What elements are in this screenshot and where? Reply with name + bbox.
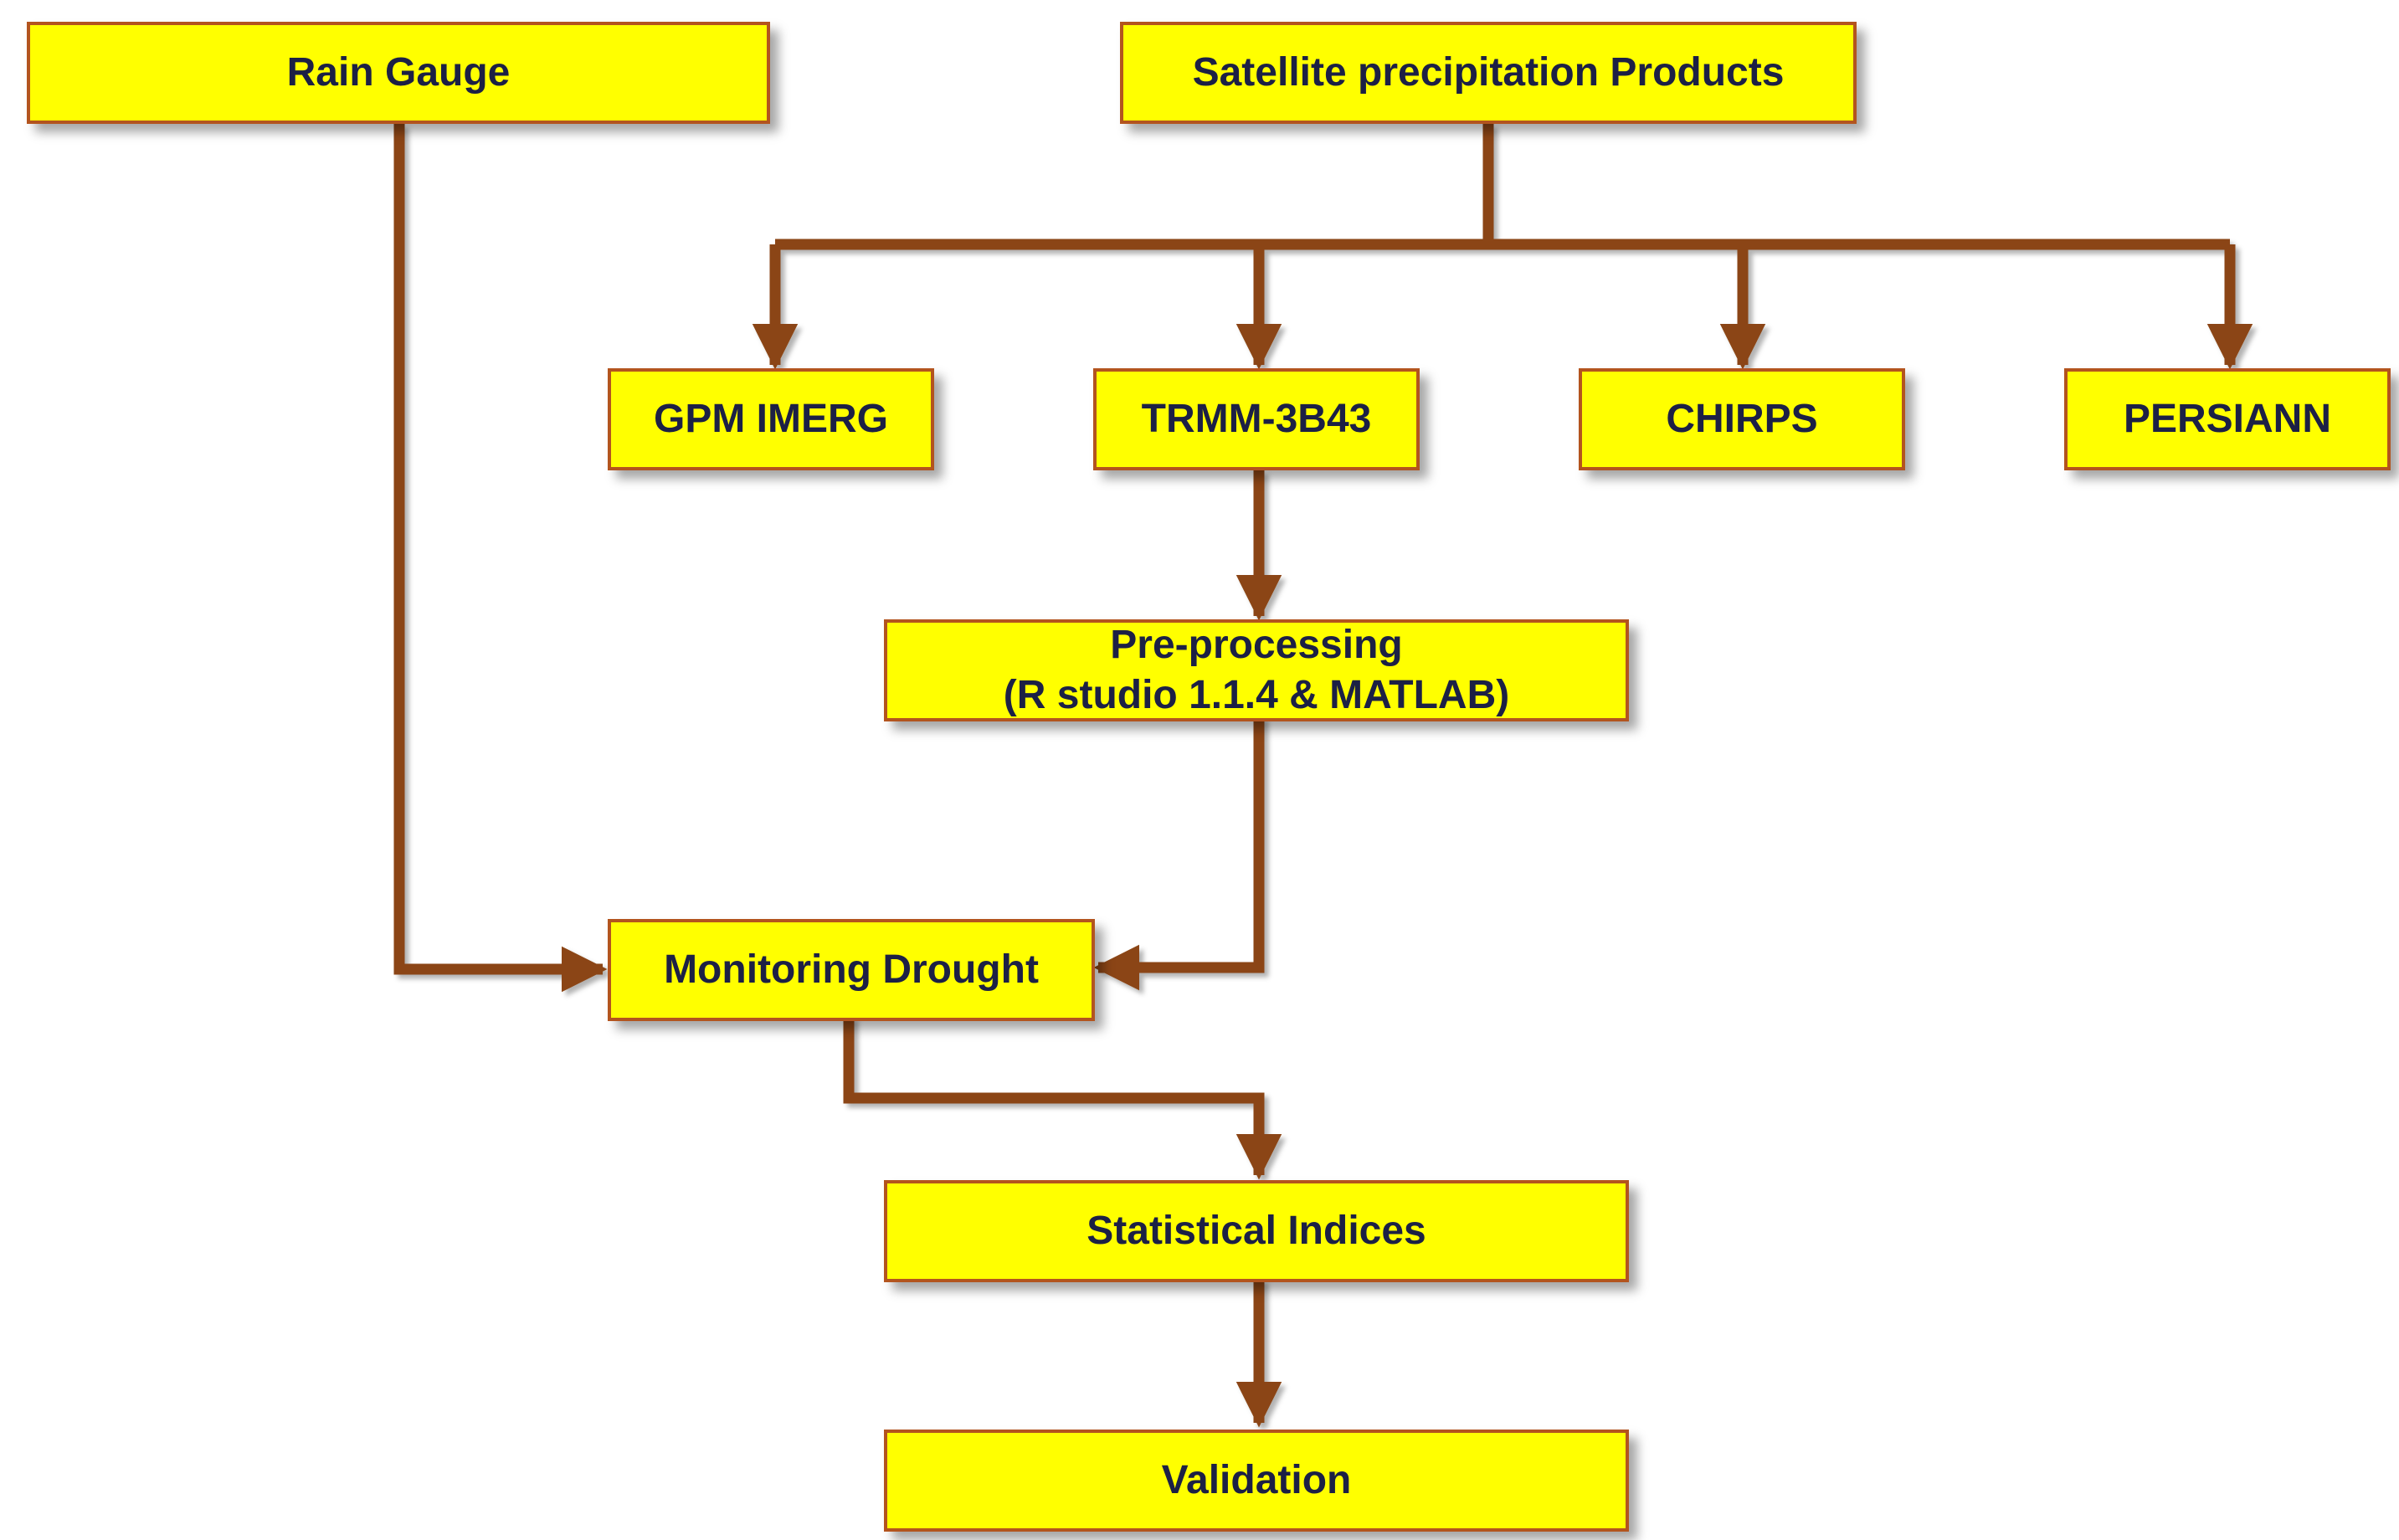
rain-gauge-label: Rain Gauge <box>286 50 511 95</box>
preprocessing-label-line2: (R studio 1.1.4 & MATLAB) <box>1003 673 1510 717</box>
trmm-label: TRMM-3B43 <box>1141 397 1372 441</box>
trmm-box: TRMM-3B43 <box>1093 368 1420 470</box>
satellite-products-label: Satellite precipitation Products <box>1192 50 1785 95</box>
satellite-products-box: Satellite precipitation Products <box>1120 22 1857 124</box>
persiann-box: PERSIANN <box>2064 368 2391 470</box>
monitoring-drought-label: Monitoring Drought <box>664 947 1039 992</box>
persiann-label: PERSIANN <box>2123 397 2332 441</box>
statistical-indices-box: Statistical Indices <box>884 1180 1629 1282</box>
preprocessing-label-line1: Pre-processing <box>1110 623 1403 667</box>
rain-gauge-box: Rain Gauge <box>27 22 770 124</box>
chirps-box: CHIRPS <box>1579 368 1905 470</box>
chirps-label: CHIRPS <box>1666 397 1818 441</box>
monitoring-drought-box: Monitoring Drought <box>608 919 1095 1021</box>
validation-label: Validation <box>1161 1458 1352 1502</box>
arrow-raingauge-to-monitoring <box>393 124 608 993</box>
gpm-imerg-box: GPM IMERG <box>608 368 934 470</box>
validation-box: Validation <box>884 1430 1629 1532</box>
arrow-monitoring-to-statistical <box>843 1016 1282 1180</box>
arrow-preprocessing-to-monitoring <box>1093 716 1265 991</box>
statistical-indices-label: Statistical Indices <box>1086 1209 1426 1253</box>
preprocessing-box: Pre-processing (R studio 1.1.4 & MATLAB) <box>884 619 1629 721</box>
gpm-imerg-label: GPM IMERG <box>653 397 888 441</box>
